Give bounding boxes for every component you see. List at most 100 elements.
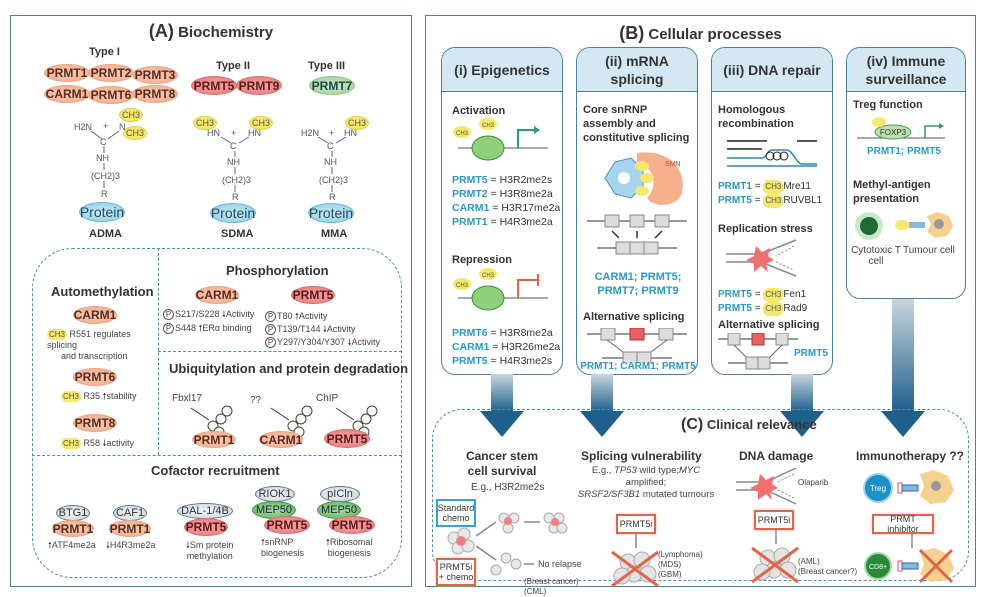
prmt-inhibitor-box: PRMT inhibitor bbox=[872, 514, 934, 534]
ch3-badge: CH3 bbox=[61, 438, 82, 449]
antigen-presentation-icon bbox=[855, 212, 953, 240]
mark-row: PRMT5 = H4R3me2s bbox=[452, 355, 553, 367]
bond-lines bbox=[220, 136, 250, 192]
enzyme-prmt1: PRMT1 bbox=[44, 64, 90, 82]
ch3-group: CH3 bbox=[345, 116, 369, 130]
divider bbox=[158, 351, 402, 352]
tumour-inhibited-icon bbox=[611, 534, 659, 588]
epigenetics-header: (i) Epigenetics bbox=[442, 48, 562, 92]
svg-text:SMN: SMN bbox=[665, 161, 681, 168]
protein-ellipse: Protein bbox=[79, 202, 125, 222]
enzyme-prmt5: PRMT5 bbox=[291, 286, 335, 304]
ch3-badge: CH3 bbox=[61, 391, 82, 402]
bond-lines bbox=[317, 136, 347, 192]
mark-row: CARM1 = H3R26me2a bbox=[452, 341, 561, 353]
panel-b-title: (B) Cellular processes bbox=[619, 23, 782, 43]
arrow-up-icon: 🠕 bbox=[102, 391, 107, 401]
cofactor-riok1: RIOK1 bbox=[255, 486, 295, 502]
enzyme-prmt1: PRMT1 bbox=[52, 520, 94, 537]
nucleosome-activation-icon: CH3 CH3 bbox=[453, 118, 548, 161]
ch3-badge: CH3 bbox=[47, 329, 68, 340]
svg-text:CH3: CH3 bbox=[482, 123, 495, 129]
section-title: Ubiquitylation and protein degradation bbox=[169, 361, 409, 376]
svg-text:Treg: Treg bbox=[870, 484, 886, 493]
bond-lines bbox=[90, 130, 120, 188]
cofactor-caf1: CAF1 bbox=[113, 505, 147, 521]
panel-b-cellular-processes: (B) Cellular processes (i) Epigenetics A… bbox=[425, 15, 976, 596]
sdma-label: SDMA bbox=[221, 228, 254, 240]
enzyme-prmt6: PRMT6 bbox=[88, 86, 134, 104]
standard-chemo-box: Standard chemo bbox=[436, 499, 476, 527]
panel-c-clinical-relevance bbox=[432, 409, 969, 581]
enzyme-prmt1: PRMT1 bbox=[192, 431, 236, 448]
enzyme-prmt9: PRMT9 bbox=[236, 76, 282, 95]
enzyme-prmt7: PRMT7 bbox=[309, 76, 355, 95]
enzyme-prmt8: PRMT8 bbox=[73, 414, 117, 432]
cofactor-dal: DAL-1/4B bbox=[177, 503, 233, 519]
prmt5i-box: PRMT5i bbox=[616, 514, 656, 534]
treg-enzymes: PRMT1; PRMT5 bbox=[867, 146, 941, 157]
t-cell-label: Cytotoxic T cell bbox=[851, 245, 901, 267]
enzyme-prmt5: PRMT5 bbox=[329, 516, 375, 534]
nucleosome-repression-icon: CH3 CH3 bbox=[453, 268, 548, 311]
phospho-icon: P bbox=[163, 309, 174, 320]
arrow-down-icon bbox=[591, 374, 613, 412]
mark-row: PRMT6 = H3R8me2a bbox=[452, 327, 553, 339]
ch3-group: CH3 bbox=[123, 126, 147, 140]
mma-label: MMA bbox=[321, 228, 348, 240]
mark-row: PRMT5 = H3R2me2s bbox=[452, 174, 553, 186]
constitutive-splicing-icon bbox=[587, 214, 687, 255]
arrow-head bbox=[780, 411, 824, 437]
svg-text:CD8+: CD8+ bbox=[869, 564, 887, 571]
dna-repair-header: (iii) DNA repair bbox=[712, 48, 832, 92]
type-i-label: Type I bbox=[89, 46, 120, 58]
enzyme-prmt8: PRMT8 bbox=[132, 85, 178, 103]
regulation-region bbox=[32, 248, 402, 578]
enzyme-carm1: CARM1 bbox=[195, 286, 239, 304]
cofactor-btg1: BTG1 bbox=[56, 505, 90, 521]
divider bbox=[32, 455, 402, 456]
panel-a-title: (A) Biochemistry bbox=[148, 21, 274, 41]
phospho-icon: P bbox=[265, 337, 276, 348]
phospho-icon: P bbox=[265, 311, 276, 322]
arrow-down-icon bbox=[791, 374, 813, 412]
arrow-head bbox=[480, 411, 524, 437]
enzyme-prmt2: PRMT2 bbox=[88, 64, 134, 82]
arrow-head bbox=[580, 411, 624, 437]
enzyme-prmt5: PRMT5 bbox=[184, 518, 228, 536]
protein-ellipse: Protein bbox=[210, 203, 256, 223]
alternative-splicing-icon bbox=[718, 333, 798, 370]
treg-tumour-icon: Treg bbox=[863, 470, 954, 504]
immune-surveillance-box: (iv) Immune surveillance Treg function F… bbox=[846, 47, 966, 299]
phospho-icon: P bbox=[163, 323, 174, 334]
snrnp-complex-icon: SMN bbox=[604, 152, 683, 205]
mark-row: PRMT2 = H3R8me2a bbox=[452, 188, 553, 200]
stem-cell-cluster-icon bbox=[447, 512, 568, 576]
mark-row: PRMT1 = H4R3me2a bbox=[452, 216, 553, 228]
alternative-splicing-icon bbox=[587, 328, 687, 363]
svg-text:FOXP3: FOXP3 bbox=[880, 128, 907, 137]
svg-text:CH3: CH3 bbox=[456, 131, 469, 137]
dna-damage-icon bbox=[736, 468, 797, 505]
cofactor-picln: pICln bbox=[320, 486, 360, 502]
enzyme-prmt5: PRMT5 bbox=[191, 76, 237, 95]
splicing-header: (ii) mRNA splicing bbox=[577, 48, 697, 92]
type-ii-label: Type II bbox=[216, 60, 251, 72]
svg-text:CH3: CH3 bbox=[456, 283, 469, 289]
foxp3-icon: FOXP3 bbox=[857, 117, 945, 140]
mrna-splicing-box: (ii) mRNA splicing Core snRNP assembly a… bbox=[576, 47, 698, 375]
ch3-group: CH3 bbox=[193, 116, 217, 130]
protein-ellipse: Protein bbox=[308, 203, 354, 223]
alt-enzymes: PRMT1; CARM1; PRMT5 bbox=[580, 361, 696, 372]
epigenetics-box: (i) Epigenetics Activation CH3 CH3 PRMT5… bbox=[441, 47, 563, 375]
prmt5i-chemo-box: PRMT5i + chemo bbox=[436, 558, 476, 586]
dna-repair-box: (iii) DNA repair Homologous recombinatio… bbox=[711, 47, 833, 375]
ch3-group: CH3 bbox=[119, 108, 143, 122]
enzyme-prmt3: PRMT3 bbox=[132, 66, 178, 84]
enzyme-carm1: CARM1 bbox=[44, 85, 90, 103]
enzyme-carm1: CARM1 bbox=[259, 431, 303, 448]
prmt5i-box: PRMT5i bbox=[754, 510, 794, 530]
enzyme-prmt6: PRMT6 bbox=[73, 368, 117, 386]
